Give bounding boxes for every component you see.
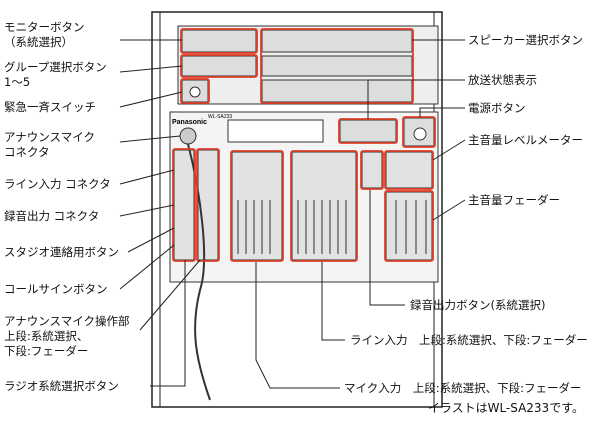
label-announce-mic: アナウンスマイク コネクタ xyxy=(4,130,95,159)
label-speaker: スピーカー選択ボタン xyxy=(468,33,583,47)
label-group: グループ選択ボタン 1〜5 xyxy=(4,60,107,89)
label-rec-out-conn: 録音出力 コネクタ xyxy=(4,209,100,223)
label-announce-ops: アナウンスマイク操作部 上段:系統選択、 下段:フェーダー xyxy=(4,314,130,358)
label-rec-out-btn: 録音出力ボタン(系統選択) xyxy=(410,298,546,312)
model-text: WL-SA233 xyxy=(208,114,232,120)
label-emergency: 緊急一斉スイッチ xyxy=(4,100,96,114)
label-studio: スタジオ連絡用ボタン xyxy=(4,245,119,259)
label-mic-in: マイク入力 上段:系統選択、下段:フェーダー xyxy=(344,381,582,395)
label-line-in-conn: ライン入力 コネクタ xyxy=(4,177,111,191)
label-main-fader: 主音量フェーダー xyxy=(468,193,560,207)
caption: イラストはWL-SA233です。 xyxy=(427,401,584,415)
label-broadcast: 放送状態表示 xyxy=(468,73,537,87)
label-callsign: コールサインボタン xyxy=(4,282,108,296)
label-line-in: ライン入力 上段:系統選択、下段:フェーダー xyxy=(350,333,588,347)
label-level-meter: 主音量レベルメーター xyxy=(468,133,583,147)
label-monitor: モニターボタン （系統選択） xyxy=(4,20,85,49)
brand-text: Panasonic xyxy=(172,119,207,126)
label-radio: ラジオ系統選択ボタン xyxy=(4,379,119,393)
label-power: 電源ボタン xyxy=(468,101,526,115)
